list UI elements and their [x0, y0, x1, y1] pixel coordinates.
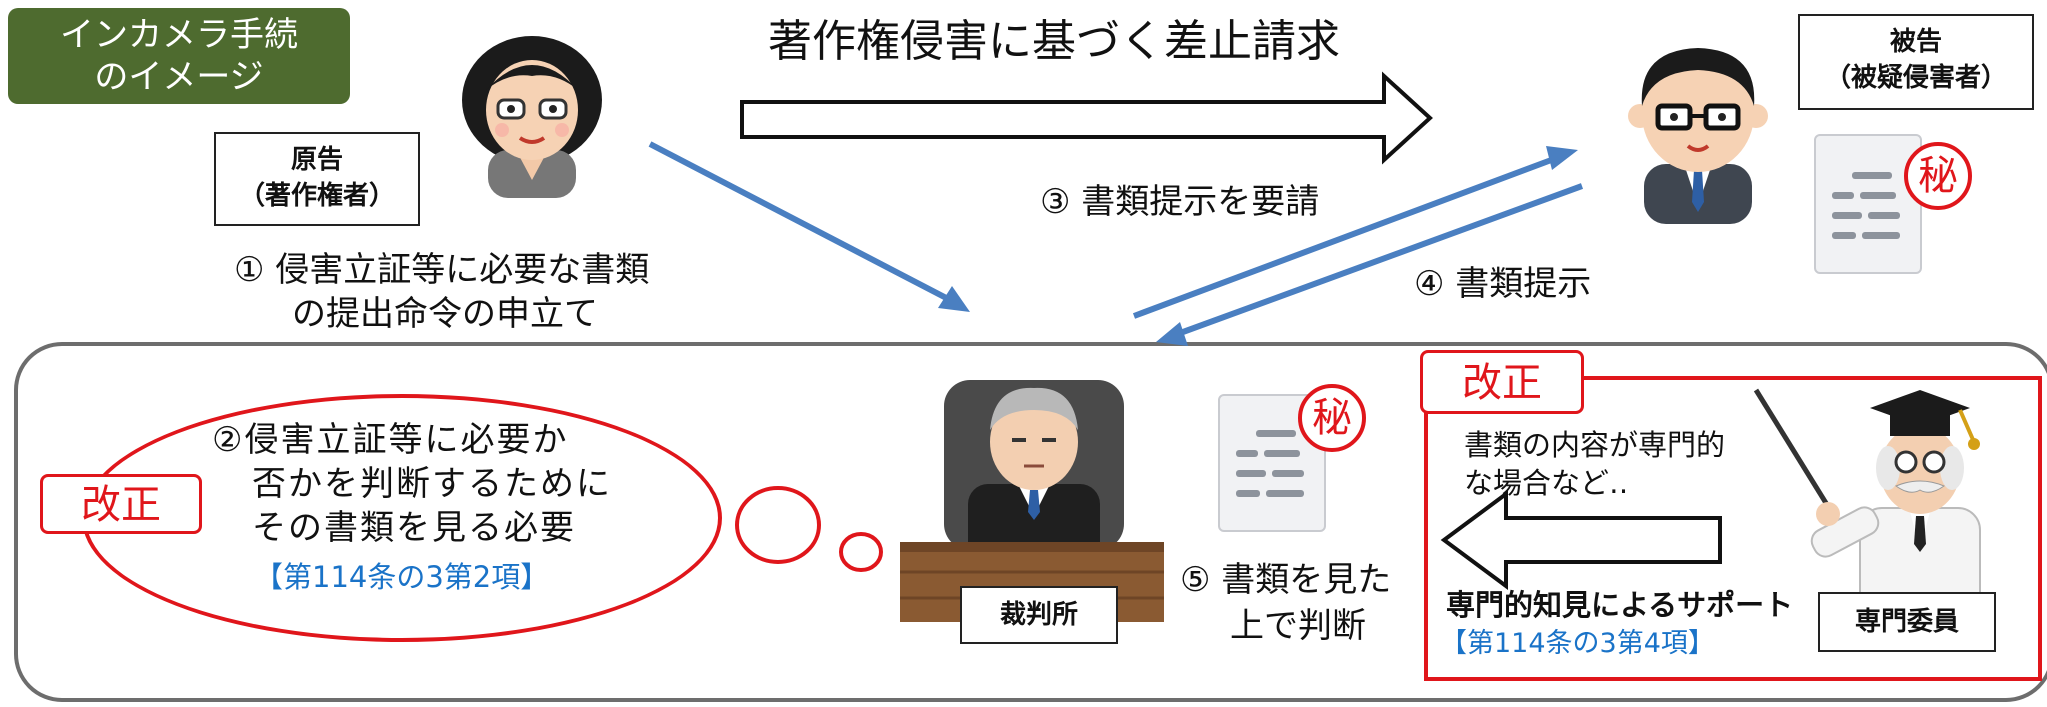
court-area-frame	[14, 342, 2047, 702]
step4-text: ④ 書類提示	[1414, 264, 1592, 304]
main-claim-label: 著作権侵害に基づく差止請求	[768, 16, 1340, 67]
step3-text: ③ 書類提示を要請	[1040, 182, 1320, 222]
defendant-man-icon	[1628, 48, 1768, 224]
petition-arrow	[648, 141, 956, 305]
expert-reference: 【第114条の3第4項】	[1440, 628, 1715, 659]
expert-professor-icon	[1753, 388, 1981, 617]
plaintiff-woman-icon	[462, 36, 602, 198]
title-badge: インカメラ手続 のイメージ	[8, 8, 350, 104]
expert-support-arrow	[1440, 490, 1722, 590]
title-line-1: インカメラ手続	[60, 15, 298, 55]
request-arrow	[1132, 153, 1564, 319]
expert-note-line1: 書類の内容が専門的	[1464, 428, 1726, 462]
court-label: 裁判所	[999, 600, 1078, 630]
step1-text-line1: ① 侵害立証等に必要な書類	[234, 250, 650, 290]
thought-bubble-large	[735, 486, 821, 564]
step1-text-line2: の提出命令の申立て	[292, 294, 598, 334]
step2-text-line1: ②侵害立証等に必要か	[212, 420, 569, 460]
petition-arrow-head	[938, 286, 970, 312]
main-claim-arrow	[740, 71, 1433, 165]
expert-label: 専門委員	[1854, 607, 1959, 637]
step5-text-line1: ⑤ 書類を見た	[1180, 560, 1392, 600]
amendment-label-right: 改正	[1420, 350, 1584, 414]
defendant-document-icon	[1814, 134, 1922, 274]
expert-label-box: 専門委員	[1818, 592, 1996, 652]
plaintiff-role: （著作権者）	[238, 181, 395, 211]
step2-reference: 【第114条の3第2項】	[254, 560, 550, 594]
plaintiff-label: 原告	[290, 145, 343, 175]
thought-bubble-small	[839, 532, 883, 572]
expert-note-line2: な場合など‥	[1464, 466, 1629, 500]
step5-text-line2: 上で判断	[1230, 606, 1366, 646]
step2-text-line3: その書類を見る必要	[252, 508, 576, 548]
step2-text-line2: 否かを判断するために	[252, 464, 612, 504]
amendment-label-left: 改正	[40, 474, 202, 534]
court-label-box: 裁判所	[960, 586, 1118, 644]
expert-support-label: 専門的知見によるサポート	[1446, 588, 1794, 622]
expert-area-frame	[1424, 376, 2042, 681]
present-arrow-head	[1156, 322, 1188, 346]
defendant-label: 被告	[1889, 27, 1942, 57]
title-line-2: のイメージ	[94, 57, 264, 97]
plaintiff-label-box: 原告 （著作権者）	[214, 132, 420, 226]
request-arrow-head	[1546, 146, 1578, 170]
defendant-label-box: 被告 （被疑侵害者）	[1798, 14, 2034, 110]
court-secret-badge: 秘	[1298, 384, 1366, 452]
defendant-role: （被疑侵害者）	[1824, 63, 2007, 93]
present-arrow	[1170, 183, 1584, 339]
defendant-secret-badge: 秘	[1904, 142, 1972, 210]
